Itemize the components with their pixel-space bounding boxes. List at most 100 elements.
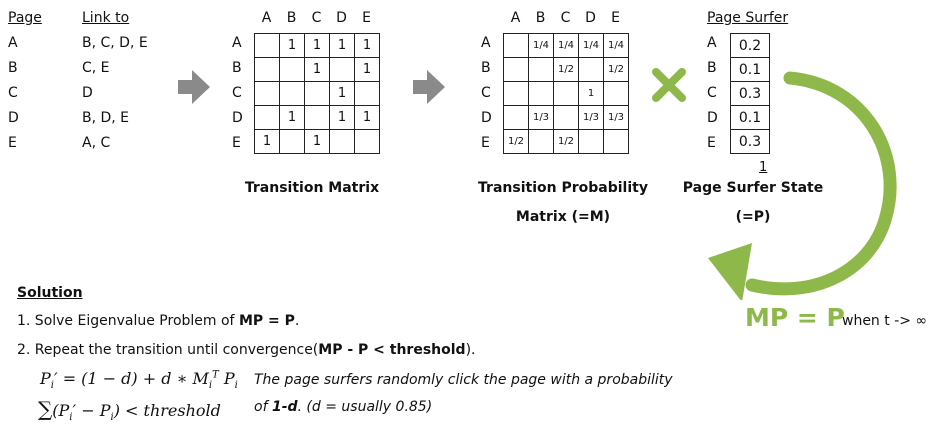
matrix-cell: 1/2 bbox=[503, 129, 529, 154]
matrix-column-label: B bbox=[286, 10, 297, 26]
link-table-links: D bbox=[82, 85, 93, 101]
matrix-row-label: A bbox=[232, 35, 242, 51]
page-surfer-row-label: D bbox=[707, 110, 718, 126]
solution-title: Solution bbox=[17, 285, 83, 301]
matrix-cell bbox=[354, 129, 380, 154]
link-table-links: C, E bbox=[82, 60, 110, 76]
note2-bold: 1-d bbox=[271, 399, 298, 415]
matrix-cell bbox=[578, 57, 604, 82]
page-surfer-row-label: A bbox=[707, 35, 717, 51]
page-surfer-row-label: B bbox=[707, 60, 717, 76]
matrix-cell: 1 bbox=[354, 57, 380, 82]
matrix-cell bbox=[603, 81, 629, 106]
damping-note-line2: of 1-d. (d = usually 0.85) bbox=[254, 399, 432, 415]
matrix-cell: 1 bbox=[304, 57, 330, 82]
matrix-column-label: D bbox=[336, 10, 347, 26]
link-table-page: B bbox=[8, 60, 18, 76]
loop-condition: when t -> ∞ bbox=[842, 313, 928, 329]
matrix-cell bbox=[578, 129, 604, 154]
matrix-cell bbox=[503, 81, 529, 106]
matrix-cell: 1/3 bbox=[603, 105, 629, 130]
matrix-cell bbox=[329, 129, 355, 154]
matrix-cell bbox=[254, 105, 280, 130]
damping-note-line1: The page surfers randomly click the page… bbox=[254, 372, 673, 388]
page-surfer-value: 0.1 bbox=[730, 57, 770, 82]
page-surfer-caption-line2: (=P) bbox=[735, 209, 771, 225]
matrix-cell: 1 bbox=[304, 129, 330, 154]
matrix-column-label: A bbox=[510, 10, 521, 26]
matrix-row-label: C bbox=[481, 85, 491, 101]
link-table-page: C bbox=[8, 85, 18, 101]
matrix-row-label: D bbox=[481, 110, 492, 126]
matrix-cell: 1 bbox=[578, 81, 604, 106]
matrix-row-label: E bbox=[232, 135, 241, 151]
matrix-column-label: D bbox=[585, 10, 596, 26]
step1-bold: MP = P bbox=[238, 313, 295, 329]
page-surfer-value: 0.2 bbox=[730, 33, 770, 58]
cycle-arrow-icon bbox=[708, 71, 897, 300]
right-arrow-icon bbox=[178, 70, 210, 104]
matrix-cell: 1/2 bbox=[603, 57, 629, 82]
loop-equation: MP = P bbox=[745, 303, 845, 332]
matrix-cell: 1/3 bbox=[578, 105, 604, 130]
matrix-cell: 1 bbox=[254, 129, 280, 154]
matrix-cell bbox=[503, 105, 529, 130]
probability-matrix-caption-line2: Matrix (=M) bbox=[515, 209, 611, 225]
matrix-column-label: C bbox=[311, 10, 322, 26]
page-surfer-row-label: C bbox=[707, 85, 717, 101]
matrix-cell bbox=[279, 81, 305, 106]
matrix-cell: 1 bbox=[329, 33, 355, 58]
matrix-column-label: E bbox=[611, 10, 620, 26]
matrix-row-label: B bbox=[232, 60, 242, 76]
matrix-cell: 1 bbox=[304, 33, 330, 58]
convergence-formula: ∑(Pi′ − Pi) < threshold bbox=[38, 397, 221, 424]
link-table-links: A, C bbox=[82, 135, 111, 151]
matrix-cell bbox=[279, 57, 305, 82]
matrix-cell bbox=[528, 57, 554, 82]
matrix-row-label: A bbox=[481, 35, 491, 51]
matrix-cell: 1 bbox=[329, 105, 355, 130]
matrix-column-label: E bbox=[362, 10, 371, 26]
link-table-page: D bbox=[8, 110, 19, 126]
matrix-cell: 1/4 bbox=[553, 33, 579, 58]
matrix-row-label: E bbox=[481, 135, 490, 151]
solution-step-2: 2. Repeat the transition until convergen… bbox=[17, 342, 476, 358]
step1-prefix: 1. Solve Eigenvalue Problem of bbox=[17, 313, 239, 329]
probability-matrix-caption-line1: Transition Probability bbox=[478, 180, 648, 196]
matrix-cell bbox=[254, 81, 280, 106]
step2-suffix: ). bbox=[465, 342, 476, 358]
matrix-column-label: A bbox=[261, 10, 272, 26]
transition-matrix-caption: Transition Matrix bbox=[244, 180, 380, 196]
matrix-cell bbox=[329, 57, 355, 82]
matrix-cell: 1/2 bbox=[553, 129, 579, 154]
matrix-cell bbox=[503, 57, 529, 82]
link-table-page: A bbox=[8, 35, 18, 51]
matrix-cell bbox=[279, 129, 305, 154]
link-column-header: Link to bbox=[82, 10, 130, 26]
matrix-cell bbox=[304, 105, 330, 130]
matrix-column-label: B bbox=[535, 10, 546, 26]
step2-prefix: 2. Repeat the transition until convergen… bbox=[17, 342, 319, 358]
page-column-header: Page bbox=[8, 10, 42, 26]
matrix-cell: 1 bbox=[354, 33, 380, 58]
matrix-column-label: C bbox=[560, 10, 571, 26]
matrix-cell: 1/4 bbox=[578, 33, 604, 58]
matrix-cell bbox=[254, 33, 280, 58]
page-surfer-value: 0.3 bbox=[730, 81, 770, 106]
matrix-row-label: D bbox=[232, 110, 243, 126]
update-formula: Pi′ = (1 − d) + d ∗ MiT Pi bbox=[40, 369, 238, 392]
matrix-cell: 1 bbox=[329, 81, 355, 106]
page-surfer-header: Page Surfer bbox=[707, 10, 789, 26]
page-surfer-value: 0.3 bbox=[730, 129, 770, 154]
solution-step-1: 1. Solve Eigenvalue Problem of MP = P. bbox=[17, 313, 299, 329]
page-surfer-caption-line1: Page Surfer State bbox=[682, 180, 824, 196]
matrix-cell bbox=[354, 81, 380, 106]
step2-bold: MP - P < threshold bbox=[318, 342, 466, 358]
note2-suffix: . (d = usually 0.85) bbox=[297, 399, 433, 415]
matrix-row-label: C bbox=[232, 85, 242, 101]
matrix-cell bbox=[528, 129, 554, 154]
matrix-cell: 1/3 bbox=[528, 105, 554, 130]
matrix-row-label: B bbox=[481, 60, 491, 76]
